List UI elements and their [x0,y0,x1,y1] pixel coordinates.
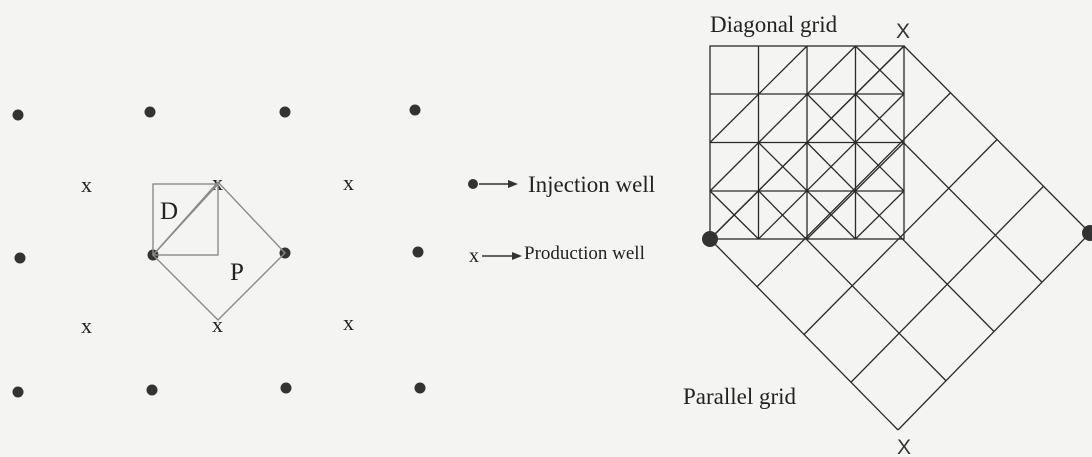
legend-injection-arrowhead [508,180,518,188]
parallel-grid-line [855,93,1043,283]
legend: Injection well x Production well [468,172,655,267]
legend-production-label: Production well [524,243,645,264]
injection-well-dot [280,382,292,394]
grid-top-production-x: X [896,20,910,43]
diagonal-grid-cross [709,45,856,192]
diagonal-grid-cross [855,190,905,240]
production-well-x: x [81,172,92,197]
diagonal-grid-label: Diagonal grid [710,12,838,37]
injection-well-dot [12,109,24,121]
injection-well-dot [146,384,158,396]
production-well-x: x [212,312,223,337]
injection-well-dot [12,386,24,398]
parallel-grid-line [850,185,1044,383]
production-well-x: x [343,310,354,335]
diagonal-grid-cross [709,45,808,143]
parallel-grid-line [806,142,995,332]
five-spot-diamond [152,180,286,321]
legend-production-x: x [469,245,479,267]
injection-well-dot [409,104,421,116]
production-well-x: x [343,170,354,195]
parallel-grid [709,45,1091,431]
injection-well-dot [14,252,26,264]
injection-well-dot [412,246,424,258]
injection-well-dot [279,106,291,118]
injection-well-dot [144,106,156,118]
grid-bottom-production-x: X [897,436,911,457]
diagonal-line [152,183,219,256]
grid-injection-well-left [702,231,718,247]
injection-well-dot [414,382,426,394]
parallel-grid-label: Parallel grid [683,384,797,409]
label-p: P [230,259,244,286]
label-d: D [160,198,178,225]
legend-injection-label: Injection well [528,172,655,197]
legend-injection-dot [468,179,478,189]
legend-production-arrowhead [512,252,522,260]
production-well-x: x [81,313,92,338]
grid-comparison: Diagonal grid X Parallel grid X [683,12,1092,457]
well-pattern: x x x x x x D P [12,104,426,398]
diagonal-square [152,183,219,256]
grid-injection-well-right [1082,225,1092,241]
